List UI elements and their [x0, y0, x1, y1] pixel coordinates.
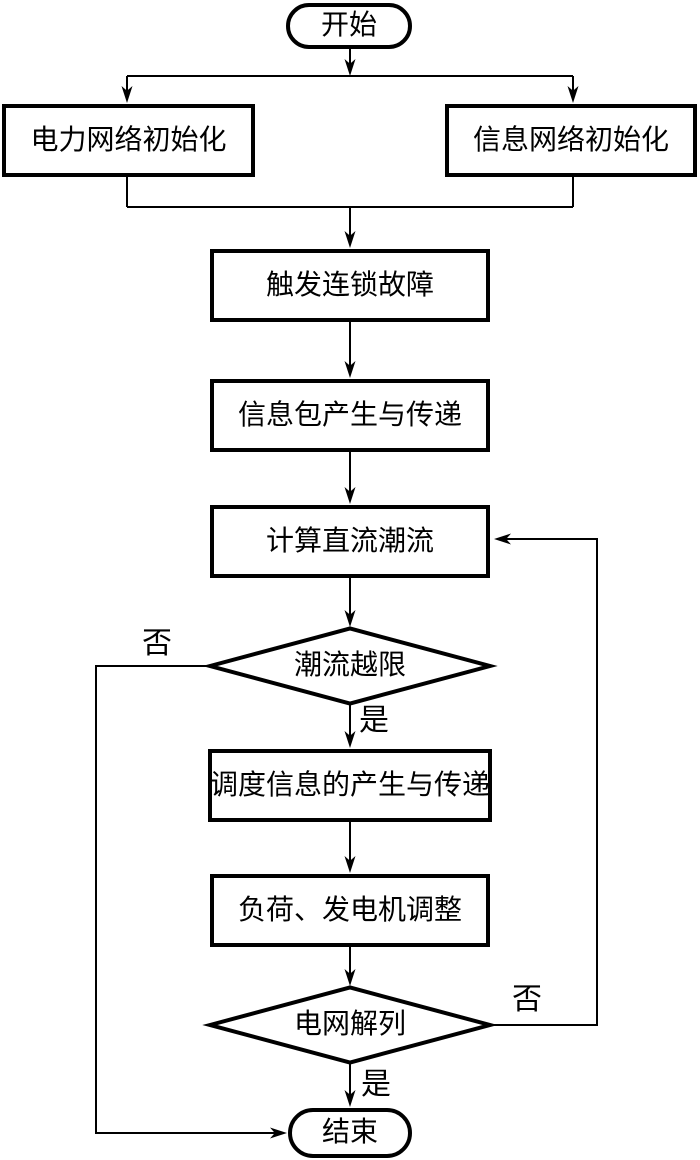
- decision-flow-over-limit-label: 潮流越限: [270, 650, 430, 682]
- node-end: 结束: [288, 1108, 412, 1158]
- arrowhead-into-info-init: [567, 86, 579, 103]
- node-load-generator-adjust: 负荷、发电机调整: [210, 874, 490, 947]
- decision-grid-splitting-label: 电网解列: [270, 1009, 430, 1041]
- node-info-network-init: 信息网络初始化: [445, 104, 697, 177]
- node-end-label: 结束: [321, 1117, 378, 1148]
- node-dc-power-flow: 计算直流潮流: [210, 505, 490, 578]
- node-info-network-init-label: 信息网络初始化: [472, 124, 669, 156]
- arrowhead-into-decision2: [344, 969, 356, 986]
- arrowhead-no2-into-dcflow: [494, 533, 511, 545]
- arrowhead-start-down: [344, 59, 356, 76]
- arrowhead-into-decision1: [344, 610, 356, 627]
- decision-flow-over-limit-shape: [202, 626, 498, 706]
- decision-grid-splitting-shape: [202, 985, 498, 1065]
- node-dispatch-info-transfer-label: 调度信息的产生与传递: [210, 769, 491, 801]
- edge-label-grid-splitting-yes: 是: [361, 1068, 391, 1101]
- node-packet-generation-transfer: 信息包产生与传递: [210, 379, 490, 452]
- edge-label-flow-over-limit-no: 否: [142, 627, 172, 660]
- arrowhead-into-packet: [344, 361, 356, 378]
- decision-grid-splitting-text: 电网解列: [293, 1009, 406, 1040]
- arrowhead-into-dcflow: [344, 487, 356, 504]
- edge-label-flow-over-limit-yes: 是: [359, 704, 389, 737]
- arrowhead-into-trigger: [344, 231, 356, 248]
- node-trigger-cascading-fault: 触发连锁故障: [210, 249, 490, 322]
- node-power-network-init-label: 电力网络初始化: [30, 124, 227, 156]
- decision-flow-over-limit-text: 潮流越限: [293, 650, 406, 681]
- node-trigger-cascading-fault-label: 触发连锁故障: [265, 269, 434, 301]
- node-dc-power-flow-label: 计算直流潮流: [265, 525, 434, 557]
- node-dispatch-info-transfer: 调度信息的产生与传递: [208, 749, 492, 822]
- edge-decision1-no: [95, 665, 276, 1134]
- arrowhead-no1-into-end: [270, 1127, 287, 1139]
- arrowhead-into-dispatch: [344, 731, 356, 748]
- arrowhead-into-end: [344, 1090, 356, 1107]
- edge-decision2-no: [490, 538, 598, 1026]
- node-start: 开始: [286, 3, 412, 49]
- node-packet-generation-transfer-label: 信息包产生与传递: [237, 399, 462, 431]
- node-load-generator-adjust-label: 负荷、发电机调整: [237, 894, 462, 926]
- edge-label-grid-splitting-no: 否: [512, 983, 542, 1016]
- node-power-network-init: 电力网络初始化: [2, 104, 255, 177]
- arrowhead-into-power-init: [121, 86, 133, 103]
- node-start-label: 开始: [320, 10, 377, 41]
- arrowhead-into-load: [344, 856, 356, 873]
